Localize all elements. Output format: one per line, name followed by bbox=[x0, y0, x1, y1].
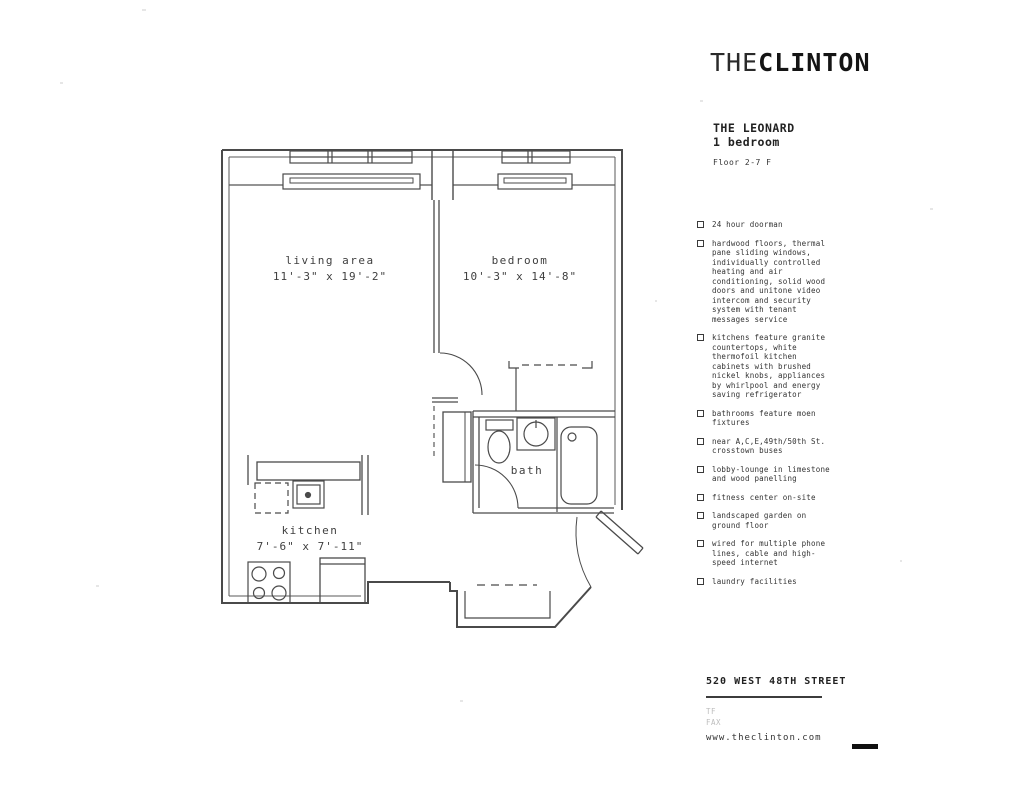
feature-item: fitness center on-site bbox=[697, 493, 833, 503]
feature-text: laundry facilities bbox=[712, 576, 797, 586]
brand-prefix: THE bbox=[710, 48, 759, 77]
living-area-dims: 11'-3" x 19'-2" bbox=[273, 270, 387, 283]
living-window bbox=[289, 150, 413, 164]
floor-plan: living area 11'-3" x 19'-2" bedroom 10'-… bbox=[210, 140, 660, 650]
feature-item: lobby-lounge in limestone and wood panel… bbox=[697, 465, 833, 484]
bath-label: bath bbox=[511, 464, 544, 477]
bathtub-icon bbox=[556, 417, 598, 512]
fax-label: FAX bbox=[706, 718, 722, 727]
living-window-sill bbox=[282, 173, 421, 190]
refrigerator-icon bbox=[319, 557, 366, 604]
kitchen-counter bbox=[247, 455, 369, 515]
dishwasher-icon bbox=[254, 482, 289, 514]
scan-speck bbox=[655, 300, 657, 302]
stove-icon bbox=[247, 561, 291, 604]
checkbox-bullet-icon bbox=[697, 540, 704, 547]
entry-door bbox=[575, 510, 644, 588]
feature-text: fitness center on-site bbox=[712, 492, 816, 502]
unit-floor: Floor 2-7 F bbox=[713, 158, 772, 167]
feature-text: 24 hour doorman bbox=[712, 220, 783, 229]
outer-walls bbox=[221, 149, 623, 628]
footer-block: 520 WEST 48TH STREET TF FAX www.theclint… bbox=[706, 676, 876, 743]
scan-speck bbox=[142, 9, 146, 11]
bedroom-label: bedroom bbox=[492, 254, 549, 267]
room-divider-notch bbox=[431, 150, 454, 200]
feature-text: bathrooms feature moen fixtures bbox=[712, 408, 816, 428]
unit-header: THE LEONARD 1 bedroom Floor 2-7 F bbox=[713, 121, 795, 167]
living-bedroom-divider bbox=[433, 200, 440, 353]
bedroom-closet bbox=[508, 361, 593, 411]
feature-text: wired for multiple phone lines, cable an… bbox=[712, 539, 826, 567]
kitchen-dims: 7'-6" x 7'-11" bbox=[257, 540, 364, 553]
feature-item: landscaped garden on ground floor bbox=[697, 511, 833, 530]
hall-closet bbox=[442, 411, 472, 483]
bathroom-walls bbox=[472, 410, 615, 514]
checkbox-bullet-icon bbox=[697, 437, 704, 445]
checkbox-bullet-icon bbox=[697, 577, 704, 585]
living-area-label: living area bbox=[285, 254, 374, 267]
feature-item: hardwood floors, thermal pane sliding wi… bbox=[697, 239, 833, 325]
feature-text: kitchens feature granite countertops, wh… bbox=[712, 333, 826, 399]
print-registration-mark bbox=[852, 744, 878, 749]
bedroom-door bbox=[432, 352, 483, 458]
bedroom-window-sill bbox=[497, 173, 573, 190]
brand-logo: THECLINTON bbox=[710, 48, 871, 77]
checkbox-bullet-icon bbox=[697, 334, 704, 341]
kitchen-label: kitchen bbox=[282, 524, 339, 537]
feature-item: bathrooms feature moen fixtures bbox=[697, 409, 833, 428]
feature-item: laundry facilities bbox=[697, 577, 833, 587]
feature-item: 24 hour doorman bbox=[697, 220, 833, 230]
checkbox-bullet-icon bbox=[697, 465, 704, 473]
kitchen-sink-icon bbox=[292, 480, 325, 509]
feature-item: kitchens feature granite countertops, wh… bbox=[697, 333, 833, 400]
feature-text: landscaped garden on ground floor bbox=[712, 511, 807, 530]
scan-speck bbox=[460, 700, 463, 702]
checkbox-bullet-icon bbox=[697, 239, 704, 247]
scan-speck bbox=[930, 208, 933, 210]
feature-item: near A,C,E,49th/50th St. crosstown buses bbox=[697, 437, 833, 456]
street-address: 520 WEST 48TH STREET bbox=[706, 676, 847, 687]
feature-text: hardwood floors, thermal pane sliding wi… bbox=[712, 238, 826, 324]
toilet-icon bbox=[485, 419, 514, 464]
checkbox-bullet-icon bbox=[697, 493, 704, 501]
wall-inner-lines bbox=[228, 156, 616, 597]
scan-speck bbox=[60, 82, 63, 84]
sink-icon bbox=[516, 417, 556, 451]
feature-text: lobby-lounge in limestone and wood panel… bbox=[712, 464, 830, 484]
checkbox-bullet-icon bbox=[697, 409, 704, 417]
bathroom-door bbox=[474, 464, 519, 509]
bedroom-window bbox=[501, 150, 571, 164]
tel-label: TF bbox=[706, 707, 717, 716]
scan-speck bbox=[900, 560, 902, 562]
checkbox-bullet-icon bbox=[697, 221, 704, 228]
entry-closet bbox=[464, 584, 551, 619]
bedroom-dims: 10'-3" x 14'-8" bbox=[463, 270, 577, 283]
website-url: www.theclinton.com bbox=[706, 733, 822, 743]
divider-rule bbox=[706, 696, 822, 698]
scan-speck bbox=[700, 100, 703, 102]
checkbox-bullet-icon bbox=[697, 512, 704, 519]
floor-plan-svg: living area 11'-3" x 19'-2" bedroom 10'-… bbox=[221, 149, 644, 628]
scan-speck bbox=[96, 585, 99, 587]
feature-item: wired for multiple phone lines, cable an… bbox=[697, 539, 833, 568]
unit-type: 1 bedroom bbox=[713, 135, 780, 149]
unit-name: THE LEONARD bbox=[713, 121, 795, 135]
brand-name: CLINTON bbox=[758, 48, 871, 77]
feature-text: near A,C,E,49th/50th St. crosstown buses bbox=[712, 436, 826, 456]
feature-list: 24 hour doorman hardwood floors, thermal… bbox=[697, 220, 833, 595]
